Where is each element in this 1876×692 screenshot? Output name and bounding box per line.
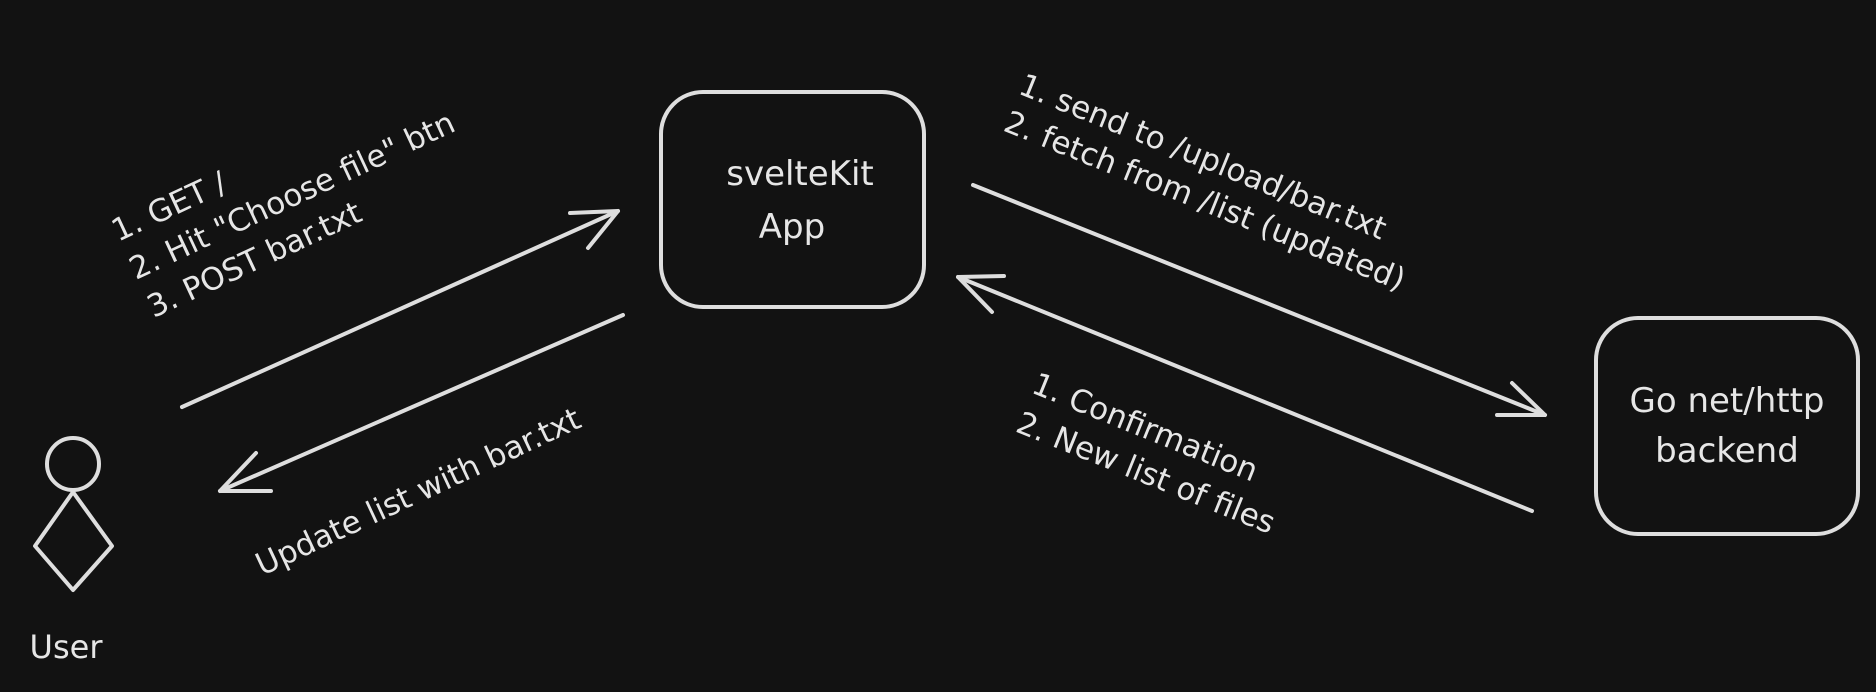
arrow-backend-to-app xyxy=(956,274,1534,513)
arrow-app-to-user-line xyxy=(218,313,625,493)
arrow-app-to-backend-line xyxy=(971,183,1547,417)
sveltekit-app-label-line1: svelteKit xyxy=(726,154,874,194)
backend-label-line1: Go net/http xyxy=(1629,381,1824,421)
arrow-app-to-user-head xyxy=(218,451,273,493)
user-label: User xyxy=(30,628,104,666)
user-head-shape xyxy=(45,436,101,492)
sveltekit-app-node: svelteKit App xyxy=(659,90,926,309)
sveltekit-app-box xyxy=(659,90,926,309)
edge-label-app-to-backend: 1. send to /upload/bar.txt 2. fetch from… xyxy=(999,67,1425,298)
arrow-backend-to-app-line xyxy=(956,275,1534,513)
edge-label-app-to-user: Update list with bar.txt xyxy=(250,401,586,583)
arrow-user-to-app-line xyxy=(180,209,620,409)
user-body-shape xyxy=(33,490,114,592)
edge-label-user-to-app: 1. GET / 2. Hit "Choose file" btn 3. POS… xyxy=(106,63,487,326)
arrow-user-to-app xyxy=(180,209,620,409)
user-actor: User xyxy=(30,436,114,666)
edge-label-app-to-user-line1: Update list with bar.txt xyxy=(250,401,586,583)
arrow-backend-to-app-head xyxy=(956,274,1006,314)
backend-box xyxy=(1594,316,1860,536)
arrow-app-to-backend-head xyxy=(1495,381,1547,417)
sveltekit-app-label-line2: App xyxy=(759,207,825,247)
backend-label-line2: backend xyxy=(1655,431,1799,471)
arrow-app-to-backend xyxy=(971,183,1547,417)
arrow-app-to-user xyxy=(218,313,625,493)
edge-label-backend-to-app: 1. Confirmation 2. New list of files xyxy=(1011,366,1296,541)
backend-node: Go net/http backend xyxy=(1594,316,1860,536)
arrow-user-to-app-head xyxy=(568,209,620,250)
